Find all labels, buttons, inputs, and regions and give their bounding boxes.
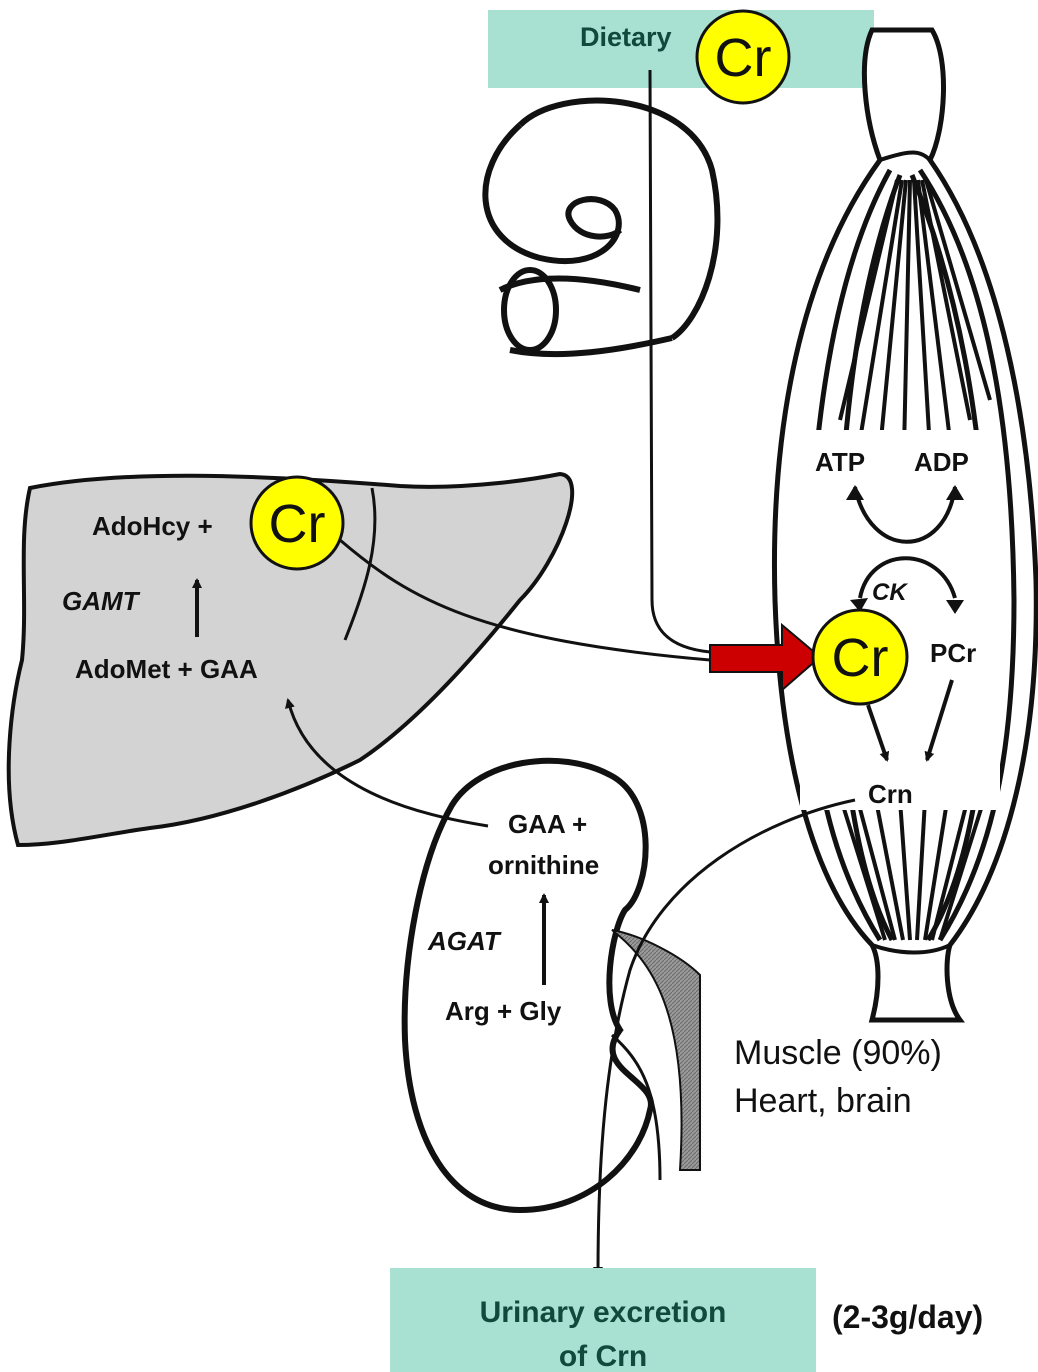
pcr-label: PCr bbox=[930, 638, 976, 668]
liver-substrates: AdoMet + GAA bbox=[75, 654, 258, 684]
stomach-illustration bbox=[485, 101, 717, 355]
dietary-to-muscle-line bbox=[650, 70, 710, 652]
dietary-label: Dietary bbox=[580, 22, 672, 52]
atp-label: ATP bbox=[815, 447, 865, 477]
crn-label: Crn bbox=[868, 779, 913, 809]
kidney-substrates: Arg + Gly bbox=[445, 996, 562, 1026]
dietary-box bbox=[488, 10, 874, 88]
cr-badge-dietary-label: Cr bbox=[715, 28, 772, 88]
ck-enzyme-label: CK bbox=[872, 579, 908, 606]
kidney-product-line2: ornithine bbox=[488, 850, 599, 880]
kidney-enzyme-agat: AGAT bbox=[427, 926, 502, 956]
distribution-line1: Muscle (90%) bbox=[734, 1034, 942, 1072]
liver-enzyme-gamt: GAMT bbox=[62, 586, 141, 616]
urinary-excretion-line1: Urinary excretion bbox=[480, 1296, 727, 1329]
distribution-line2: Heart, brain bbox=[734, 1082, 912, 1120]
cr-badge-liver-label: Cr bbox=[269, 494, 326, 554]
cr-badge-muscle-label: Cr bbox=[832, 628, 889, 688]
kidney-product-line1: GAA + bbox=[508, 809, 587, 839]
liver-top-product: AdoHcy + bbox=[92, 511, 213, 541]
excretion-rate: (2-3g/day) bbox=[832, 1299, 983, 1335]
urinary-excretion-line2: of Crn bbox=[559, 1340, 647, 1372]
adp-label: ADP bbox=[914, 447, 969, 477]
